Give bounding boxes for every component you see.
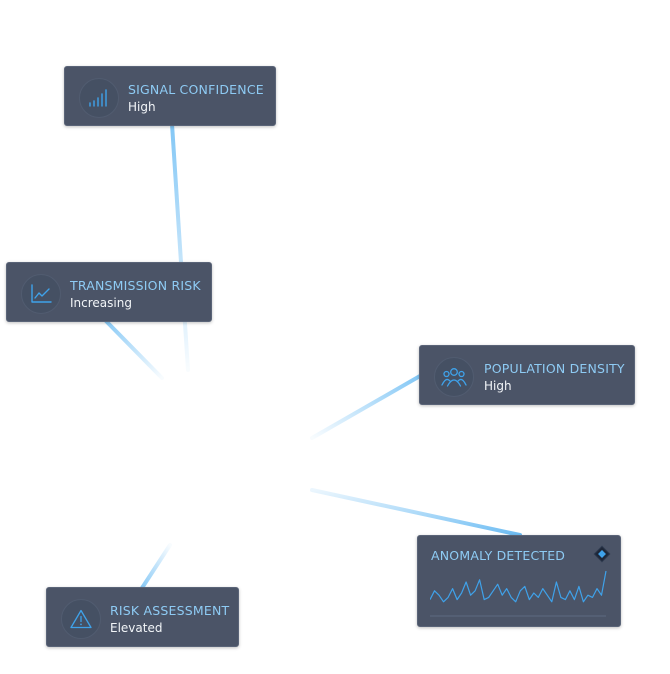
node-title: RISK ASSESSMENT [110, 603, 230, 618]
signal-bars-icon [79, 78, 119, 118]
sparkline-series [430, 570, 607, 603]
connector-signal-confidence [170, 122, 190, 372]
connector-population-density [310, 374, 422, 440]
node-value: Elevated [110, 621, 163, 635]
node-risk-assessment[interactable]: RISK ASSESSMENT Elevated [46, 587, 239, 647]
connector-anomaly-detected [310, 488, 522, 537]
diamond-alert-icon [593, 545, 611, 563]
node-title: TRANSMISSION RISK [70, 278, 201, 293]
node-value: Increasing [70, 296, 132, 310]
node-population-density[interactable]: POPULATION DENSITY High [419, 345, 635, 405]
node-anomaly-detected[interactable]: ANOMALY DETECTED [417, 535, 621, 627]
node-title: ANOMALY DETECTED [431, 548, 566, 563]
connector-transmission-risk [104, 319, 164, 380]
node-value: High [128, 100, 156, 114]
node-signal-confidence[interactable]: SIGNAL CONFIDENCE High [64, 66, 276, 126]
node-title: POPULATION DENSITY [484, 361, 625, 376]
warning-triangle-icon [61, 599, 101, 639]
line-chart-icon [21, 274, 61, 314]
node-value: High [484, 379, 512, 393]
node-title: SIGNAL CONFIDENCE [128, 82, 264, 97]
connector-risk-assessment [140, 543, 172, 590]
node-transmission-risk[interactable]: TRANSMISSION RISK Increasing [6, 262, 212, 322]
anomaly-sparkline [430, 570, 607, 617]
people-icon [434, 357, 474, 397]
